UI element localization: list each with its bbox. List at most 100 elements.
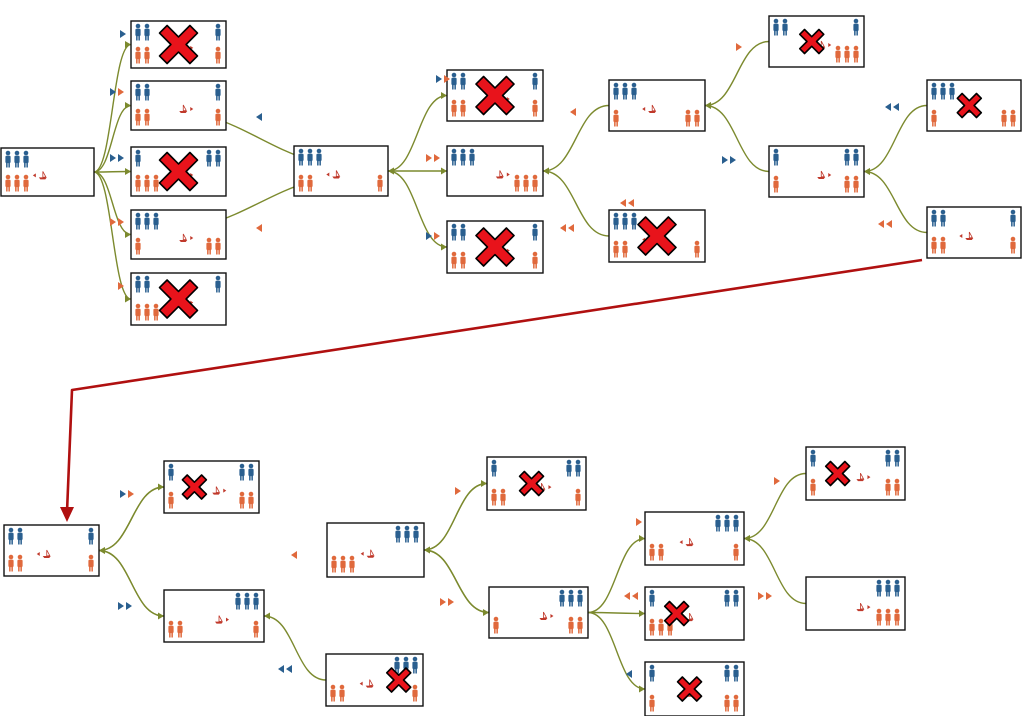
missionary-figure-icon	[559, 589, 565, 607]
move-indicator-icon	[118, 282, 124, 290]
state-box	[768, 145, 865, 198]
cannibal-figure-icon	[940, 236, 946, 254]
cannibal-figure-icon	[733, 543, 739, 561]
cannibal-figure-icon	[491, 488, 497, 506]
missionary-figure-icon	[413, 525, 419, 543]
transition-edge	[863, 170, 928, 234]
cannibal-figure-icon	[835, 45, 841, 63]
boat-direction-icon	[32, 173, 36, 178]
move-indicator-icon	[110, 154, 124, 162]
cannibal-figure-icon	[177, 620, 183, 638]
move-indicator-icon	[736, 43, 742, 51]
state-box	[130, 272, 227, 326]
cannibal-figure-icon	[733, 694, 739, 712]
missionary-figure-icon	[724, 664, 730, 682]
edge-arrowhead	[639, 610, 645, 617]
missionary-figure-icon	[307, 148, 313, 166]
cannibal-figure-icon	[23, 174, 29, 192]
edge-arrowhead	[125, 41, 131, 48]
boat-direction-icon	[190, 106, 194, 111]
red-x-icon	[385, 667, 412, 693]
missionary-figure-icon	[14, 150, 20, 168]
missionary-figure-icon	[810, 449, 816, 467]
state-box	[768, 15, 865, 68]
cannibal-figure-icon	[493, 616, 499, 634]
state-box	[446, 220, 544, 274]
transition-edge	[587, 537, 646, 614]
missionary-figure-icon	[931, 82, 937, 100]
boat-icon	[42, 549, 51, 559]
cannibal-figure-icon	[622, 240, 628, 258]
missionary-figure-icon	[451, 223, 457, 241]
cannibal-figure-icon	[876, 608, 882, 626]
edge-arrowhead	[125, 231, 131, 238]
missionary-figure-icon	[17, 527, 23, 545]
boat-direction-icon	[190, 235, 194, 240]
edge-arrowhead	[388, 167, 394, 175]
cannibal-figure-icon	[168, 491, 174, 509]
cannibal-figure-icon	[773, 175, 779, 193]
missionary-figure-icon	[566, 459, 572, 477]
missionary-figure-icon	[144, 212, 150, 230]
state-box	[608, 79, 706, 132]
cannibal-figure-icon	[460, 251, 466, 269]
move-indicator-icon	[256, 224, 262, 232]
cannibal-figure-icon	[724, 694, 730, 712]
red-x-icon	[158, 151, 199, 192]
cannibal-figure-icon	[885, 608, 891, 626]
boat-direction-icon	[550, 614, 554, 619]
cannibal-figure-icon	[532, 251, 538, 269]
boat-direction-icon	[867, 605, 871, 610]
boat-direction-icon	[867, 475, 871, 480]
cannibal-figure-icon	[694, 109, 700, 127]
boat-icon	[212, 486, 221, 495]
cannibal-figure-icon	[694, 240, 700, 258]
missionary-figure-icon	[649, 664, 655, 682]
move-indicator-icon	[878, 220, 892, 228]
missionary-figure-icon	[153, 212, 159, 230]
cannibal-figure-icon	[685, 109, 691, 127]
missionary-figure-icon	[298, 148, 304, 166]
missionary-figure-icon	[733, 664, 739, 682]
edge-arrowhead	[639, 685, 645, 693]
state-box	[325, 653, 424, 707]
missionary-figure-icon	[575, 459, 581, 477]
state-box	[926, 79, 1022, 132]
missionary-figure-icon	[239, 463, 245, 481]
missionary-figure-icon	[577, 589, 583, 607]
missionary-figure-icon	[631, 212, 637, 230]
cannibal-figure-icon	[613, 109, 619, 127]
cannibal-figure-icon	[88, 554, 94, 572]
boat-icon	[366, 549, 375, 558]
boat-icon	[685, 537, 694, 547]
missionary-figure-icon	[885, 579, 891, 597]
missionary-figure-icon	[733, 514, 739, 532]
cannibal-figure-icon	[532, 99, 538, 117]
cannibal-figure-icon	[298, 174, 304, 192]
missionary-figure-icon	[532, 72, 538, 90]
cannibal-figure-icon	[412, 684, 418, 702]
missionary-figure-icon	[412, 656, 418, 674]
missionary-figure-icon	[215, 83, 221, 101]
cannibal-figure-icon	[649, 543, 655, 561]
boat-icon	[539, 611, 548, 621]
transition-edge	[863, 104, 928, 173]
cannibal-figure-icon	[8, 554, 14, 572]
move-indicator-icon	[885, 103, 899, 111]
missionary-figure-icon	[894, 579, 900, 597]
boat-icon	[215, 615, 223, 624]
missionary-figure-icon	[23, 150, 29, 168]
boat-direction-icon	[828, 173, 832, 178]
missionary-figure-icon	[460, 148, 466, 166]
move-indicator-icon	[774, 477, 780, 485]
red-x-icon	[475, 75, 515, 116]
missionary-figure-icon	[724, 514, 730, 532]
edge-arrowhead	[99, 547, 105, 554]
missionary-figure-icon	[215, 149, 221, 167]
missionary-figure-icon	[613, 82, 619, 100]
red-x-icon	[158, 279, 199, 319]
boat-direction-icon	[548, 485, 552, 490]
missionary-figure-icon	[844, 148, 850, 166]
state-box	[644, 586, 745, 641]
